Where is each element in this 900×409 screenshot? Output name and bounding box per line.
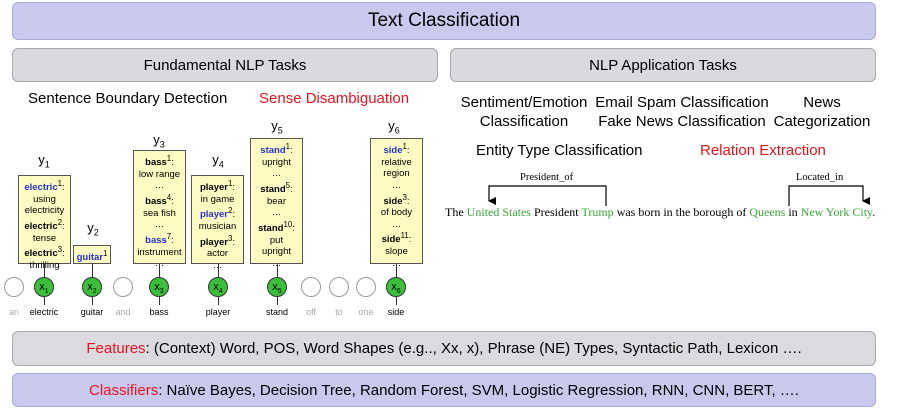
connector-line [159,297,160,305]
word-side: side [387,307,405,317]
y4-label: y4 [212,152,224,170]
sentiment-label-line2: Classification [479,113,569,130]
connector-line [159,264,160,277]
connector-line [277,264,278,277]
sense-box-guitar: guitar1 [73,245,111,264]
sentiment-classification-label: Sentiment/Emotion Classification [461,93,588,131]
word-guitar: guitar [80,307,104,317]
connector-line [396,264,397,277]
classifiers-bar: Classifiers: Naïve Bayes, Decision Tree,… [12,373,876,407]
entity-queens: Queens [749,205,786,219]
connector-line [396,297,397,305]
relation-label-president-of: President_of [520,172,574,183]
sentence-text: was born in the borough of [613,205,750,219]
y6-label: y6 [388,118,400,136]
empty-node [329,277,349,297]
sense-box-bass: bass1: low range … bass4: sea fish … bas… [133,150,186,269]
word-off: off [306,307,316,317]
sentence-text: The [445,205,467,219]
application-tasks-title: NLP Application Tasks [589,56,737,74]
sentiment-label-line1: Sentiment/Emotion [460,94,588,111]
sense-box-stand: stand1: upright … stand5: bear … stand10… [250,138,303,269]
relation-example-sentence: The United States President Trump was bo… [445,205,875,220]
relation-label-located-in: Located_in [796,172,844,183]
empty-node [356,277,376,297]
sense-box-electric: electric1: using electricity electric2: … [18,175,71,271]
page-title: Text Classification [367,10,521,31]
features-bar: Features: (Context) Word, POS, Word Shap… [12,331,876,366]
classifiers-text: : Naïve Bayes, Decision Tree, Random For… [158,381,799,399]
word-to: to [335,307,343,317]
entity-trump: Trump [581,205,614,219]
relation-extraction-label: Relation Extraction [700,142,826,159]
empty-node [113,277,133,297]
x4-node: x4 [208,277,228,297]
word-and: and [115,307,131,317]
sentence-text: President [530,205,582,219]
connector-line [44,264,45,277]
y1-label: y1 [38,152,50,170]
y2-label: y2 [87,220,99,238]
sense-disambiguation-label: Sense Disambiguation [259,90,410,107]
x3-node: x3 [149,277,169,297]
news-label-line1: News [803,94,841,111]
connector-line [92,297,93,305]
word-an: an [8,307,20,317]
y5-label: y5 [271,118,283,136]
x1-node: x1 [34,277,54,297]
news-label-line2: Categorization [773,113,871,130]
x6-node: x6 [386,277,406,297]
x5-node: x5 [267,277,287,297]
empty-node [4,277,24,297]
sense-box-side: side1: relative region … side3: of body … [370,138,423,269]
sense-box-player: player1: in game player2: musician playe… [191,175,244,271]
application-tasks-header: NLP Application Tasks [450,48,876,82]
word-player: player [205,307,231,317]
connector-line [92,264,93,277]
word-one: one [358,307,374,317]
features-label: Features [86,340,146,357]
entity-new-york-city: New York City [800,205,873,219]
connector-line [218,264,219,277]
connector-line [44,297,45,305]
word-stand: stand [265,307,289,317]
word-electric: electric [29,307,59,317]
entity-type-classification-label: Entity Type Classification [476,142,643,159]
fake-news-label: Fake News Classification [598,113,766,130]
email-spam-label: Email Spam Classification [595,94,769,111]
empty-node [301,277,321,297]
sentence-boundary-detection-label: Sentence Boundary Detection [28,90,228,107]
title-bar: Text Classification [12,2,876,40]
fundamental-tasks-title: Fundamental NLP Tasks [143,56,307,74]
fundamental-tasks-header: Fundamental NLP Tasks [12,48,438,82]
connector-line [218,297,219,305]
word-bass: bass [149,307,169,317]
sentence-text: . [872,205,876,219]
news-categorization-label: News Categorization [774,93,871,131]
classifiers-label: Classifiers [89,381,159,399]
entity-united-states: United States [466,205,531,219]
y3-label: y3 [153,132,165,150]
sentence-text: in [785,205,801,219]
features-text: : (Context) Word, POS, Word Shapes (e.g.… [145,340,802,357]
connector-line [277,297,278,305]
spam-fake-news-label: Email Spam Classification Fake News Clas… [595,93,768,131]
x2-node: x2 [82,277,102,297]
